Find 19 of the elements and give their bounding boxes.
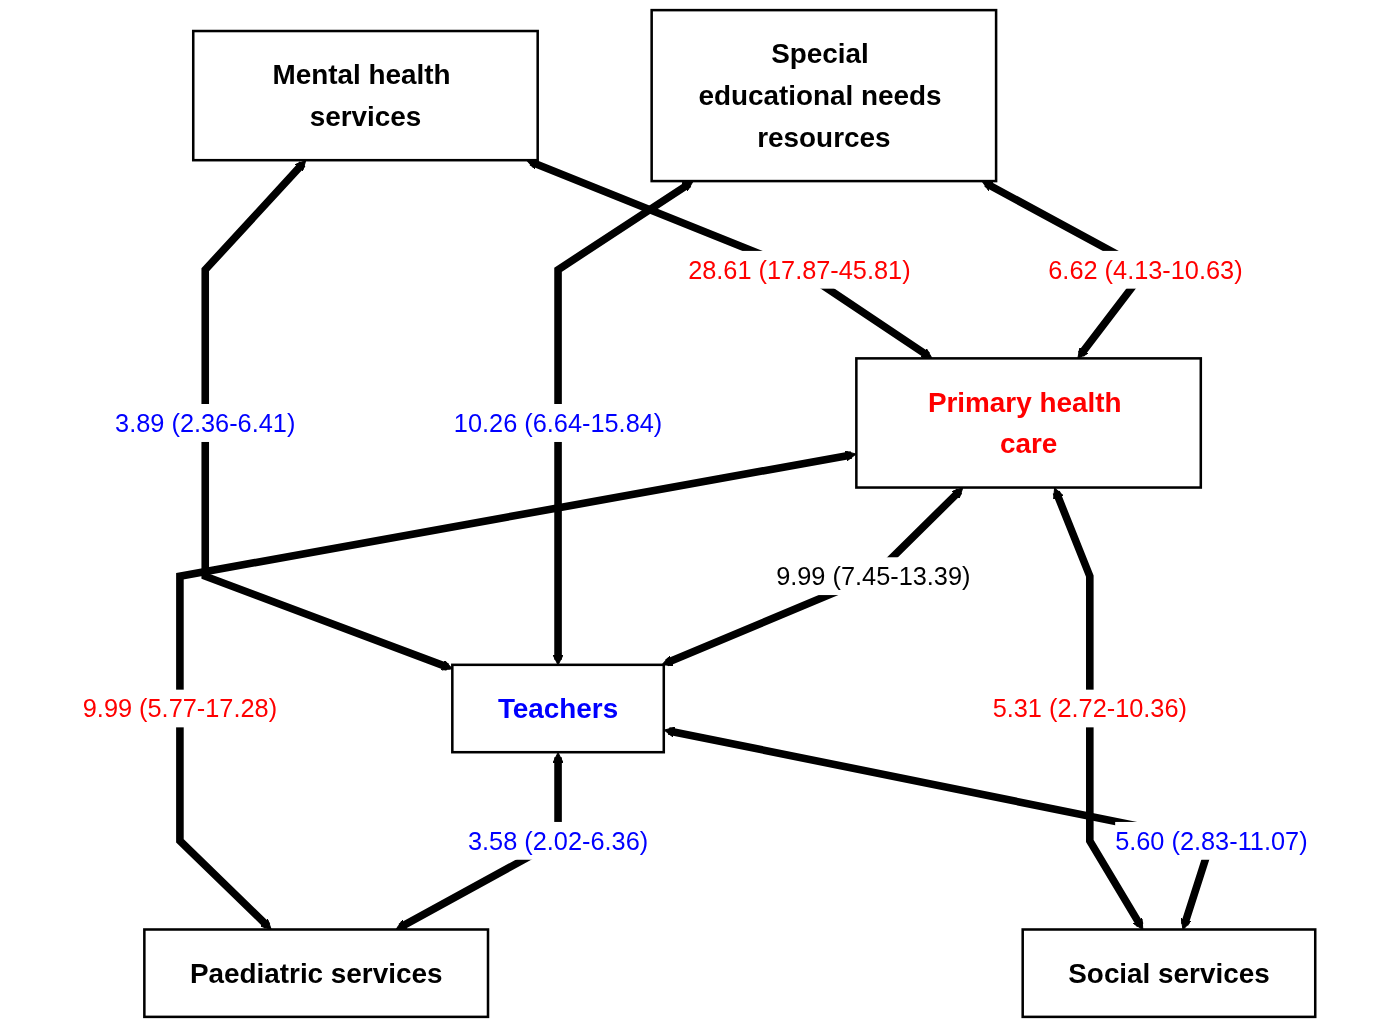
node-box: Special educational needs resources xyxy=(650,8,998,183)
edge-label: 28.61 (17.87-45.81) xyxy=(688,255,911,284)
edge-label: 6.62 (4.13-10.63) xyxy=(1048,255,1243,284)
node-box: Paediatric services xyxy=(143,928,490,1019)
node-box: Social services xyxy=(1021,928,1317,1019)
edge-label: 9.99 (5.77-17.28) xyxy=(82,694,278,723)
node-box: Mental health services xyxy=(191,29,539,162)
arrow xyxy=(1052,487,1144,930)
node-box: Teachers xyxy=(451,663,666,754)
edge-label: 10.26 (6.64-15.84) xyxy=(453,409,663,437)
arrow xyxy=(552,180,694,666)
arrow xyxy=(526,158,933,359)
edge-label: 5.60 (2.83-11.07) xyxy=(1115,826,1308,855)
arrow xyxy=(201,160,453,671)
edge-label: 3.58 (2.02-6.36) xyxy=(467,826,649,855)
edge-label: 3.89 (2.36-6.41) xyxy=(115,409,296,437)
edge-label: 5.31 (2.72-10.36) xyxy=(992,694,1187,723)
edge-label: 9.99 (7.45-13.39) xyxy=(776,562,971,591)
node-box: Primary health care xyxy=(855,357,1203,489)
